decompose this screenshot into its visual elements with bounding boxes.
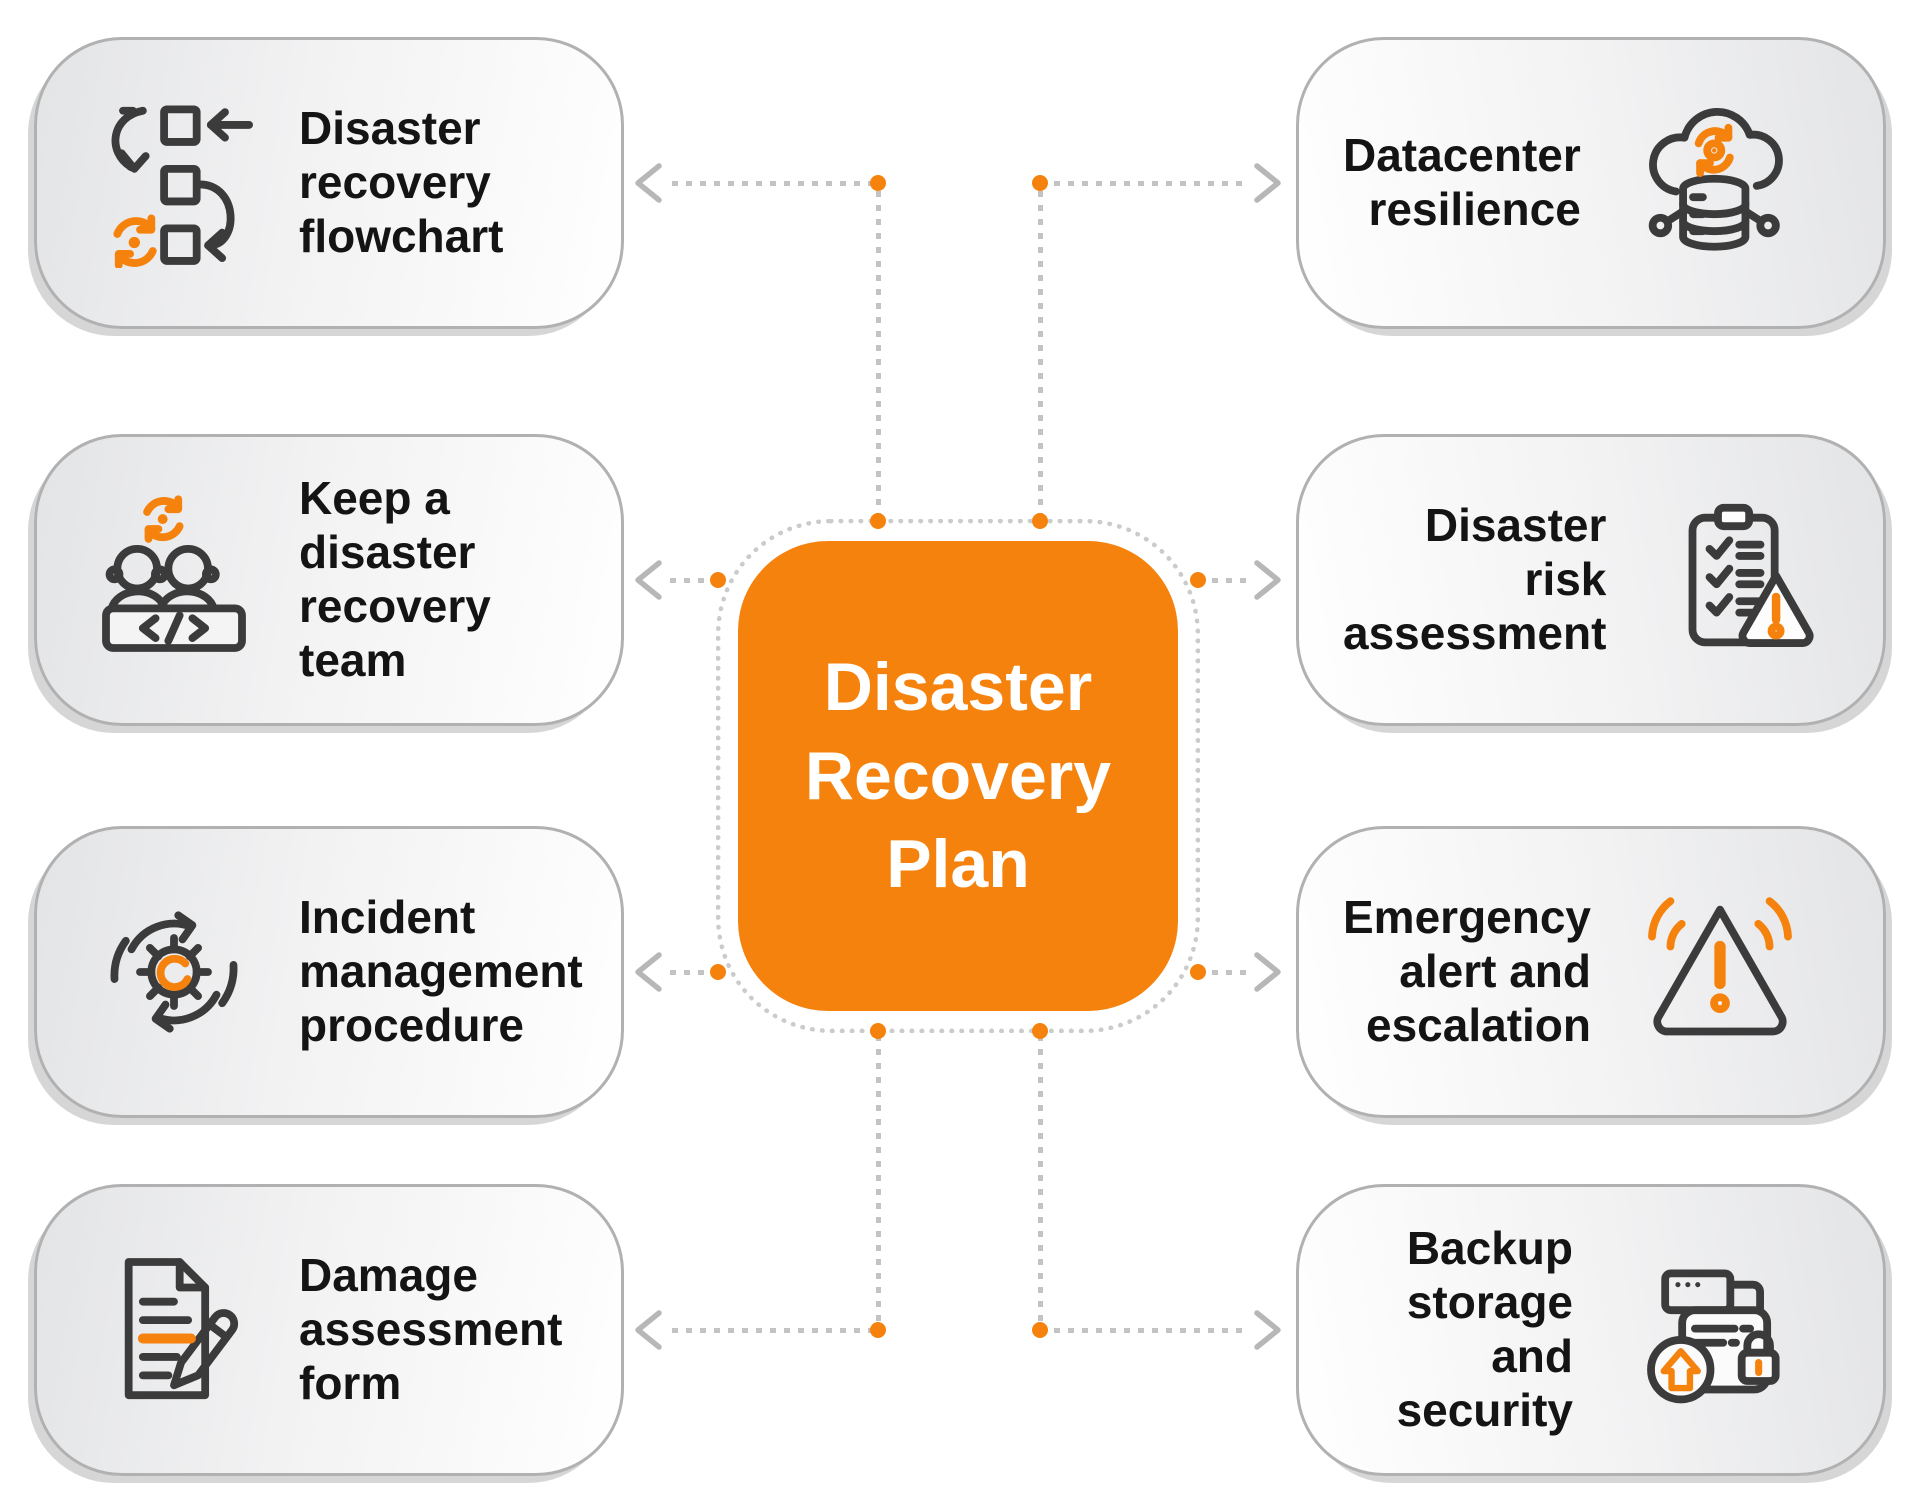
title-line: Plan	[886, 826, 1030, 903]
card-backup-security: Backup storage and security	[1296, 1184, 1886, 1476]
center-dotted-ring	[716, 519, 1200, 1033]
ring-dot	[1032, 1023, 1048, 1039]
card-label: Datacenter resilience	[1343, 129, 1581, 237]
label-line: Incident	[299, 891, 476, 944]
card-emergency-alert: Emergency alert and escalation	[1296, 826, 1886, 1118]
dashed-line-mid-right	[1198, 578, 1250, 583]
title-line: Recovery	[804, 737, 1112, 814]
card-damage-assessment: Damage assessment form	[34, 1184, 624, 1476]
label-line: Keep a	[299, 472, 450, 525]
junction-dot	[1032, 1322, 1048, 1338]
label-line: Emergency	[1343, 891, 1592, 944]
label-line: assessment	[299, 1303, 563, 1356]
label-line: Disaster	[299, 102, 481, 155]
label-line: form	[299, 1356, 402, 1409]
label-line: Datacenter	[1343, 129, 1581, 182]
label-line: Backup	[1406, 1222, 1573, 1275]
junction-dot	[870, 175, 886, 191]
arrowhead-left-icon	[630, 558, 664, 602]
label-line: resilience	[1368, 183, 1581, 235]
datacenter-resilience-icon	[1625, 98, 1795, 268]
label-line: recovery	[299, 156, 491, 209]
label-line: Disaster risk	[1424, 499, 1607, 606]
junction-dot	[870, 1322, 886, 1338]
ring-dot	[1032, 513, 1048, 529]
card-label: Disaster risk assessment	[1343, 499, 1606, 660]
card-datacenter-resilience: Datacenter resilience	[1296, 37, 1886, 329]
card-incident-management: Incident management procedure	[34, 826, 624, 1118]
emergency-alert-icon	[1635, 887, 1805, 1057]
label-line: disaster	[299, 526, 476, 579]
dashed-line-mid-left	[670, 578, 718, 583]
label-line: assessment	[1343, 606, 1607, 659]
arrowhead-left-icon	[630, 950, 664, 994]
card-disaster-recovery-flowchart: Disaster recovery flowchart	[34, 37, 624, 329]
dashed-line-vert-top-left	[876, 191, 881, 517]
arrowhead-left-icon	[630, 1308, 664, 1352]
dashed-line-top-left	[672, 181, 878, 186]
diagram-title: Disaster Recovery Plan	[805, 643, 1111, 908]
card-label: Keep a disaster recovery team	[299, 472, 491, 687]
card-label: Damage assessment form	[299, 1249, 562, 1410]
card-label: Emergency alert and escalation	[1343, 891, 1591, 1052]
damage-assessment-form-icon	[89, 1245, 259, 1415]
dashed-line-bottom-left	[672, 1328, 878, 1333]
label-line: security	[1396, 1383, 1573, 1436]
dashed-line-mid2-left	[670, 970, 718, 975]
card-label: Incident management procedure	[299, 891, 583, 1052]
label-line: flowchart	[299, 209, 504, 262]
label-line: procedure	[299, 998, 524, 1051]
flowchart-icon	[89, 98, 259, 268]
label-line: management	[299, 945, 583, 998]
arrowhead-right-icon	[1252, 558, 1286, 602]
recovery-team-icon	[89, 495, 259, 665]
card-recovery-team: Keep a disaster recovery team	[34, 434, 624, 726]
title-line: Disaster	[823, 649, 1093, 726]
label-line: recovery	[299, 580, 491, 632]
arrowhead-right-icon	[1252, 161, 1286, 205]
ring-dot	[870, 1023, 886, 1039]
dashed-line-bottom-right	[1040, 1328, 1246, 1333]
card-disaster-risk-assessment: Disaster risk assessment	[1296, 434, 1886, 726]
label-line: escalation	[1366, 998, 1592, 1051]
dashed-line-vert-top-right	[1038, 191, 1043, 517]
ring-dot	[710, 572, 726, 588]
ring-dot	[1190, 572, 1206, 588]
card-label: Backup storage and security	[1343, 1222, 1573, 1437]
dashed-line-vert-bottom-right	[1038, 1035, 1043, 1323]
center-title-box: Disaster Recovery Plan	[738, 541, 1178, 1011]
ring-dot	[870, 513, 886, 529]
label-line: storage and	[1406, 1276, 1573, 1382]
incident-management-icon	[89, 887, 259, 1057]
dashed-line-vert-bottom-left	[876, 1035, 881, 1323]
dashed-line-top-right	[1040, 181, 1246, 186]
label-line: team	[299, 633, 407, 686]
dashed-line-mid2-right	[1198, 970, 1250, 975]
junction-dot	[1032, 175, 1048, 191]
label-line: Damage	[299, 1249, 478, 1302]
card-label: Disaster recovery flowchart	[299, 102, 503, 263]
label-line: alert and	[1399, 945, 1592, 998]
ring-dot	[710, 964, 726, 980]
arrowhead-right-icon	[1252, 1308, 1286, 1352]
backup-security-icon	[1617, 1245, 1787, 1415]
ring-dot	[1190, 964, 1206, 980]
arrowhead-right-icon	[1252, 950, 1286, 994]
disaster-risk-assessment-icon	[1650, 495, 1820, 665]
arrowhead-left-icon	[630, 161, 664, 205]
